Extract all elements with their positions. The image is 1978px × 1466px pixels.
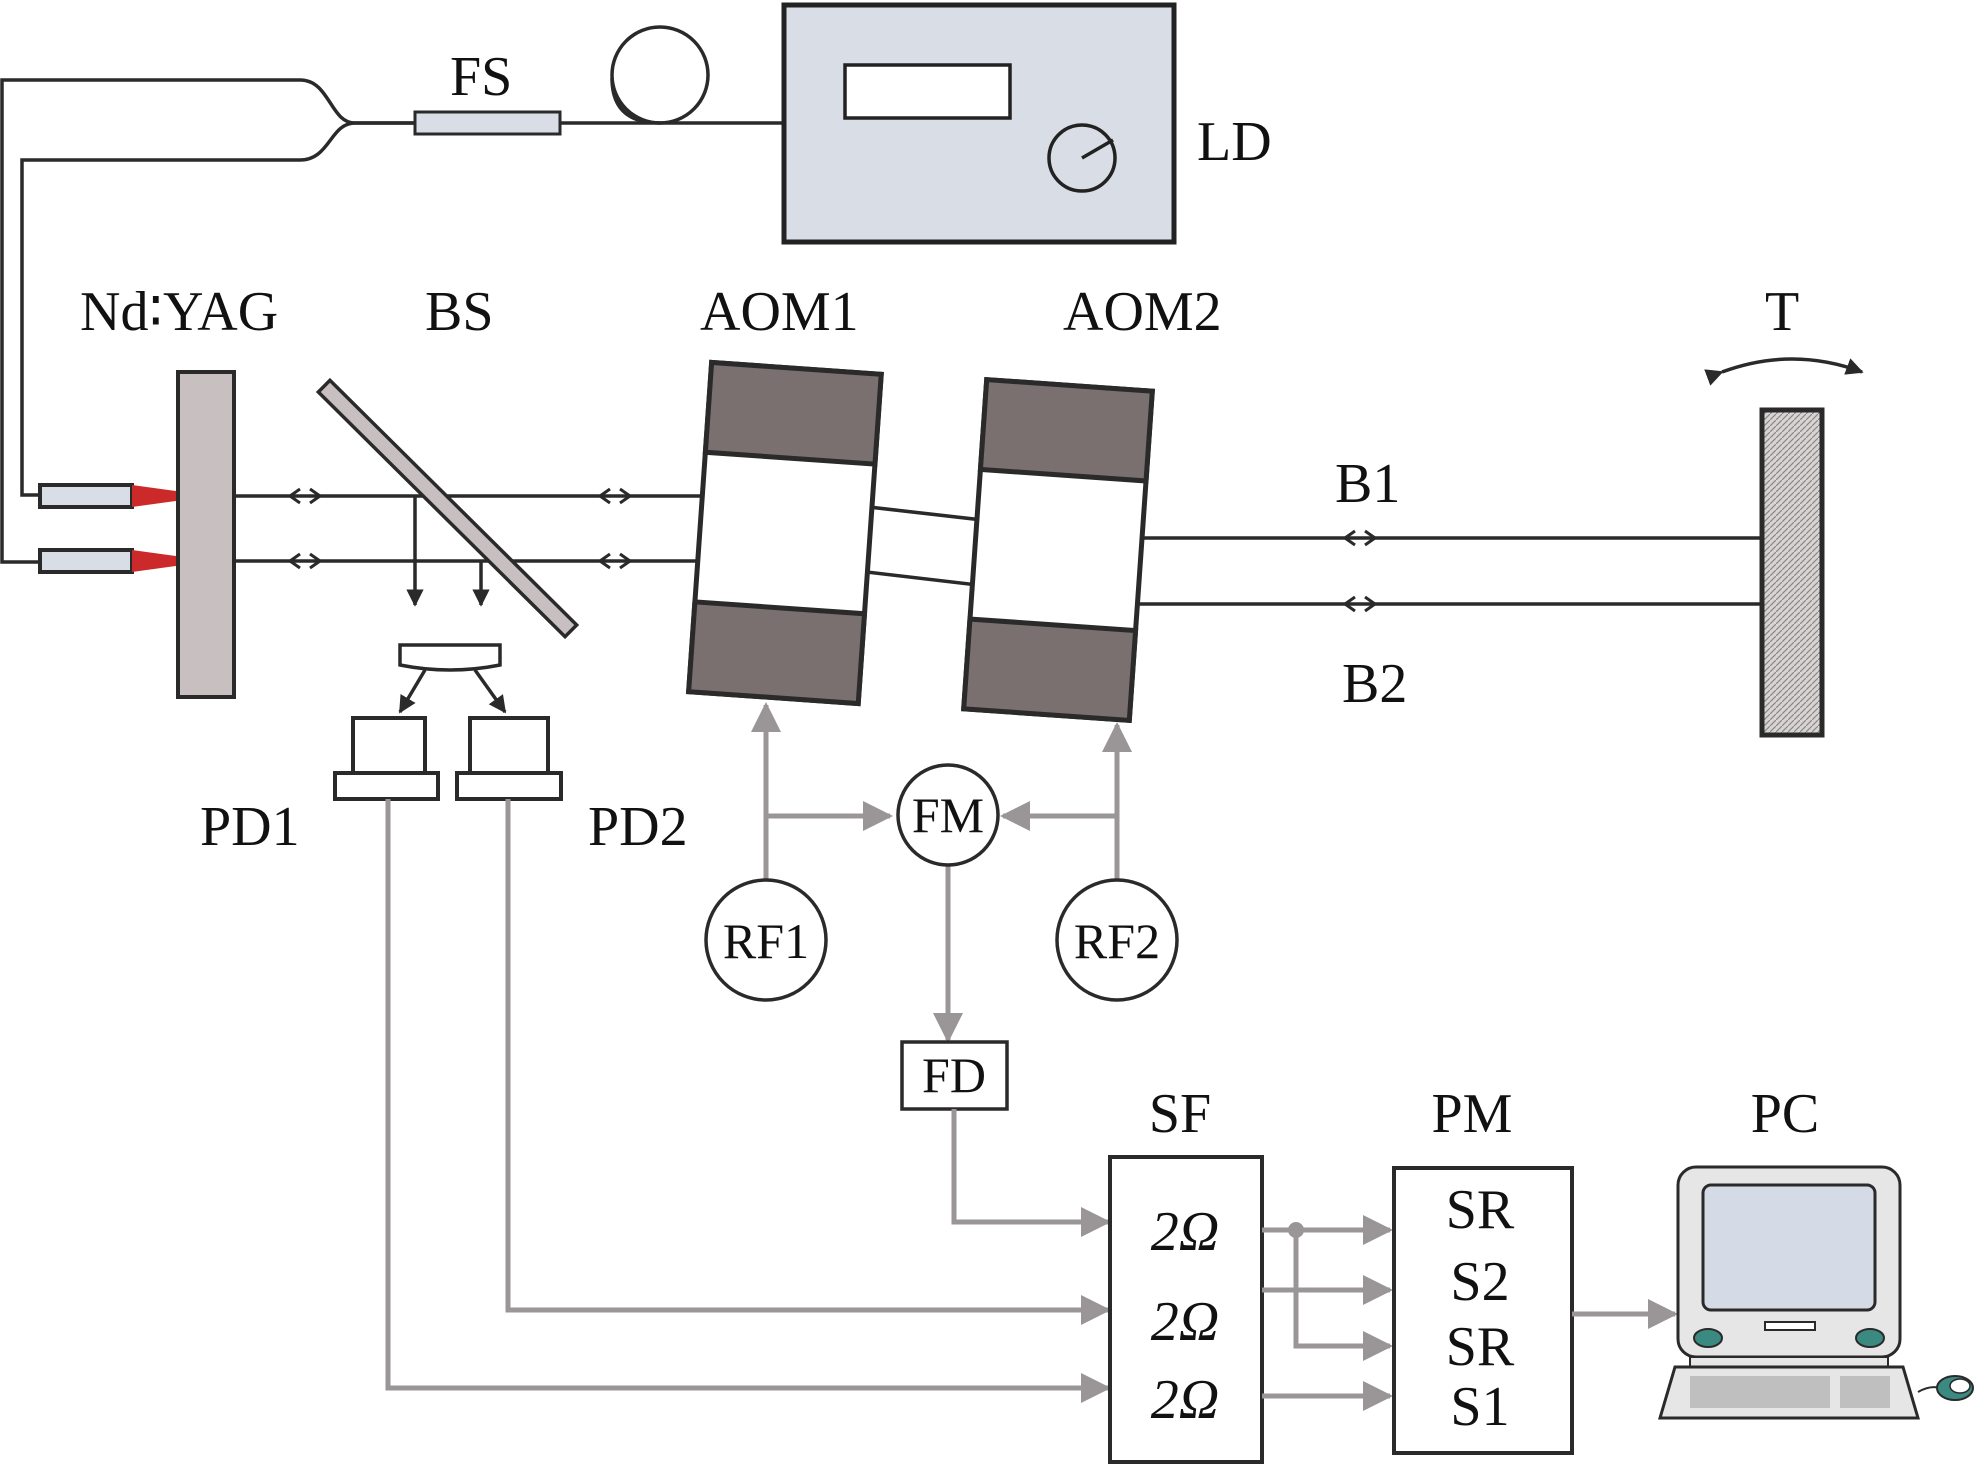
- fiber-coil: [610, 25, 710, 125]
- sf-input-paths: [385, 799, 1111, 1403]
- rf2-label: RF2: [1074, 913, 1160, 969]
- pc-label: PC: [1751, 1083, 1820, 1145]
- pm-channel-2: S2: [1450, 1251, 1509, 1313]
- pm-channel-1: SR: [1446, 1179, 1515, 1241]
- b1-label: B1: [1335, 453, 1400, 515]
- photodiode-pd1: [333, 716, 440, 801]
- photodiode-pd2: [455, 716, 563, 801]
- aom1-label: AOM1: [700, 281, 859, 343]
- pd2-label: PD2: [588, 796, 688, 858]
- rf-signal-paths: [751, 702, 1132, 1043]
- pm-meter-box: [1392, 1166, 1574, 1455]
- pm-channel-3: SR: [1446, 1316, 1515, 1378]
- laser-head-2: [38, 548, 212, 574]
- ld-knob-icon: [1047, 123, 1117, 193]
- rf2-source: [1055, 878, 1179, 1002]
- fiber-splitter: [413, 110, 562, 136]
- fm-label: FM: [912, 787, 984, 843]
- sf-channel-2: 2Ω: [1151, 1291, 1220, 1353]
- rotation-arrow-icon: [1704, 357, 1864, 386]
- t-label: T: [1765, 281, 1799, 343]
- aom1-modulator: [685, 359, 884, 707]
- sf-to-pm-paths: [1262, 1215, 1393, 1411]
- laser-diode-unit: [781, 2, 1177, 245]
- sf-channel-3: 2Ω: [1151, 1369, 1220, 1431]
- sf-channel-1: 2Ω: [1151, 1201, 1220, 1263]
- aom2-modulator: [961, 376, 1155, 724]
- fm-mixer: [896, 763, 1000, 867]
- laser-head-1: [38, 483, 212, 509]
- rf1-source: [704, 878, 828, 1002]
- sf-label: SF: [1149, 1083, 1211, 1145]
- ndyag-label: Nd∶YAG: [80, 281, 278, 343]
- reflected-rays: [406, 496, 490, 607]
- rf1-label: RF1: [723, 913, 809, 969]
- b2-label: B2: [1342, 653, 1407, 715]
- pd1-label: PD1: [200, 796, 300, 858]
- lens: [398, 643, 502, 672]
- fs-label: FS: [450, 46, 512, 108]
- ndyag-crystal: [176, 370, 236, 699]
- aom2-label: AOM2: [1063, 281, 1222, 343]
- fd-label: FD: [922, 1047, 986, 1103]
- bs-label: BS: [425, 281, 494, 343]
- pump-fibers: [0, 78, 784, 564]
- computer-icon: [1657, 1165, 1974, 1420]
- target-mirror: [1759, 407, 1825, 738]
- pm-channel-4: S1: [1450, 1376, 1509, 1438]
- ld-label: LD: [1197, 111, 1272, 173]
- ld-display: [843, 63, 1012, 120]
- sf-filter-box: [1108, 1155, 1264, 1464]
- fd-divider: [900, 1040, 1009, 1111]
- pm-label: PM: [1432, 1083, 1513, 1145]
